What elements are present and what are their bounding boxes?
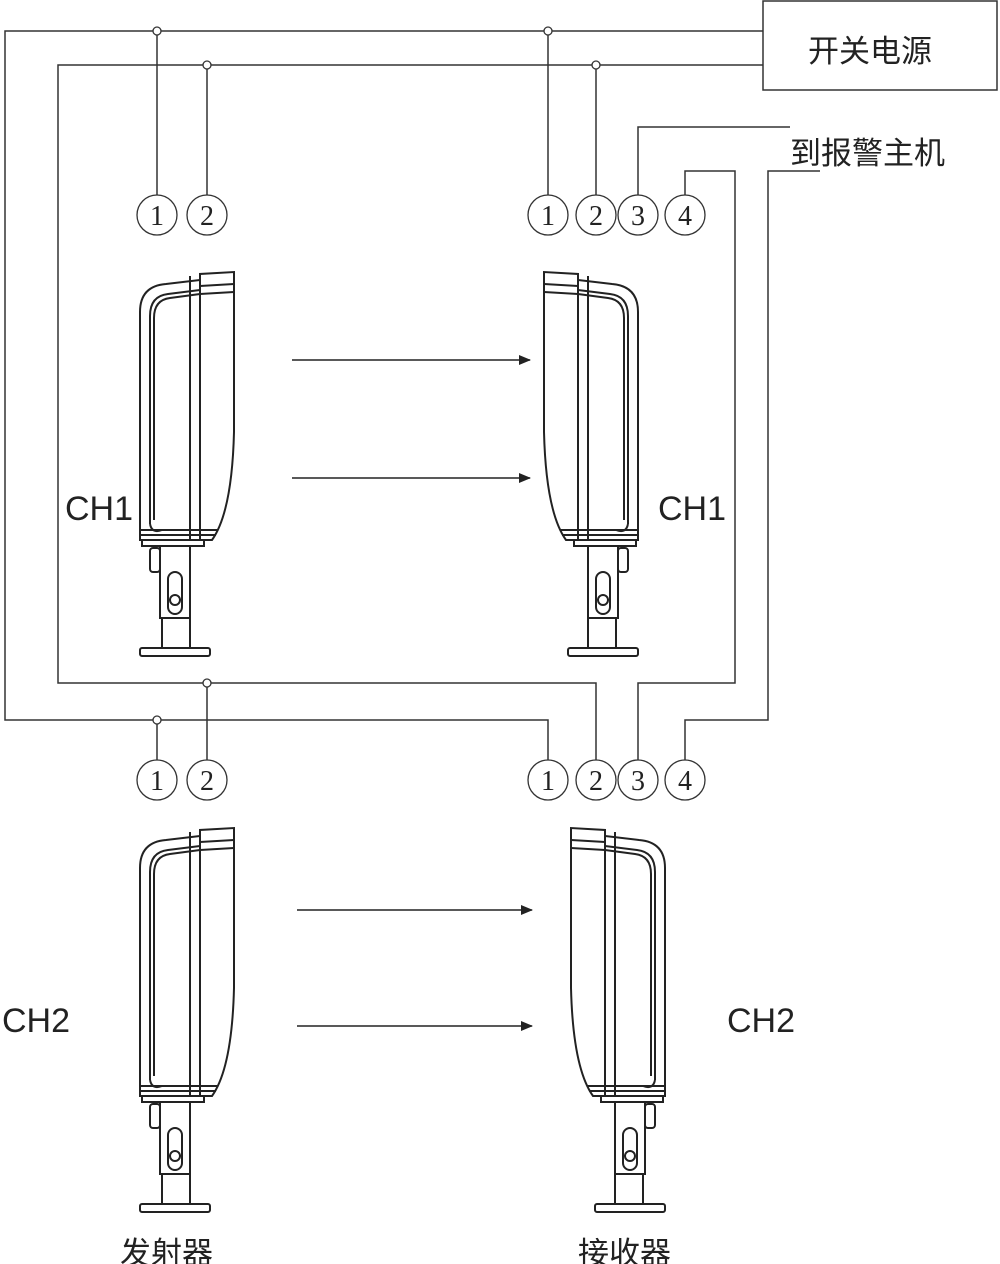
terminal-label: 2 bbox=[589, 201, 603, 232]
wires bbox=[4, 30, 820, 760]
terminal-label: 3 bbox=[631, 201, 645, 232]
beam-arrows bbox=[292, 355, 533, 1031]
emitter-caption: 发射器 bbox=[120, 1236, 213, 1264]
ch1-receiver-label: CH1 bbox=[658, 490, 727, 528]
terminal-label: 4 bbox=[678, 766, 692, 797]
wire-power-1 bbox=[4, 30, 763, 760]
ch2-emitter-label: CH2 bbox=[2, 1002, 71, 1040]
alarm-host-label: 到报警主机 bbox=[790, 136, 945, 172]
emitter-ch1 bbox=[139, 271, 235, 657]
wire-alarm-3 bbox=[637, 126, 790, 195]
terminals bbox=[136, 194, 706, 801]
emitter-ch2 bbox=[139, 827, 235, 1213]
wire-alarm-4 bbox=[684, 170, 820, 760]
power-supply-label: 开关电源 bbox=[808, 34, 932, 70]
terminal-label: 2 bbox=[200, 201, 214, 232]
receiver-caption: 接收器 bbox=[578, 1236, 671, 1264]
receiver-ch2 bbox=[570, 827, 666, 1213]
terminal-label: 2 bbox=[200, 766, 214, 797]
wire-power-2 bbox=[57, 64, 763, 760]
junctions bbox=[152, 26, 601, 725]
terminal-label: 1 bbox=[541, 201, 555, 232]
terminal-label: 1 bbox=[150, 766, 164, 797]
receiver-ch1 bbox=[543, 271, 639, 657]
ch2-receiver-label: CH2 bbox=[727, 1002, 796, 1040]
terminal-label: 4 bbox=[678, 201, 692, 232]
ch1-emitter-label: CH1 bbox=[65, 490, 134, 528]
power-supply-box bbox=[762, 0, 998, 91]
terminal-label: 2 bbox=[589, 766, 603, 797]
terminal-label: 1 bbox=[541, 766, 555, 797]
wire-series bbox=[637, 170, 736, 760]
terminal-label: 1 bbox=[150, 201, 164, 232]
terminal-label: 3 bbox=[631, 766, 645, 797]
